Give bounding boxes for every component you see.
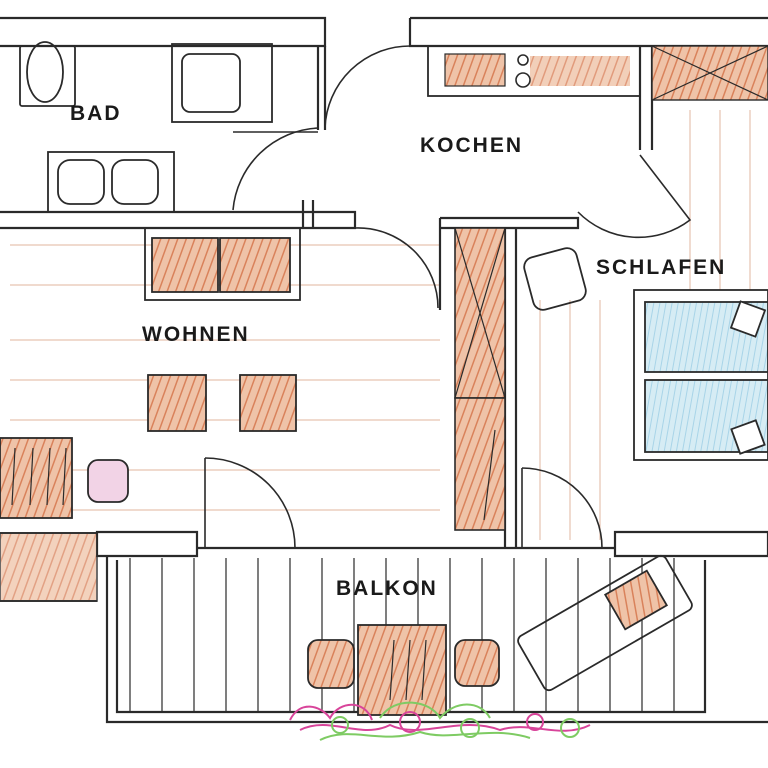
room-label-balkon: BALKON (336, 577, 438, 600)
balcony-furniture (307, 554, 693, 716)
walls (0, 16, 768, 724)
kitchen-counter (427, 45, 768, 101)
room-label-kochen: KOCHEN (420, 134, 524, 157)
plants (289, 701, 591, 741)
wardrobe (454, 227, 506, 531)
bathroom-fixtures (19, 41, 273, 213)
doors (204, 45, 692, 549)
room-label-bad: BAD (70, 102, 122, 125)
room-label-schlafen: SCHLAFEN (596, 256, 727, 279)
floorboards (10, 110, 751, 540)
room-label-wohnen: WOHNEN (142, 323, 250, 346)
bed-and-nightstand (523, 247, 768, 461)
living-furniture (0, 227, 301, 602)
